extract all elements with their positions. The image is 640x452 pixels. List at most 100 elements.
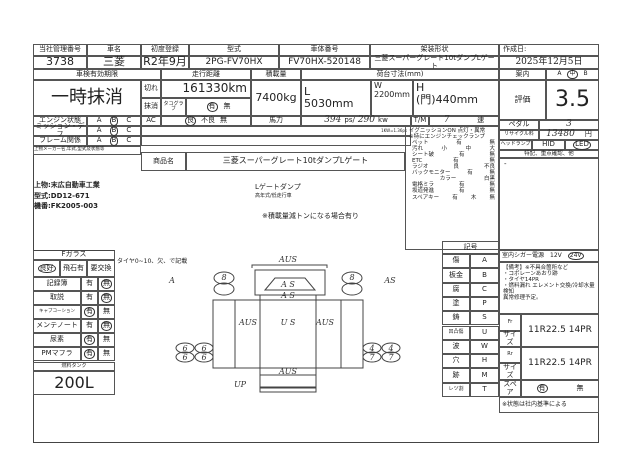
expired-label: 切れ [141, 80, 161, 98]
check-option: 有 [84, 307, 95, 317]
spare-options: 有無 [521, 380, 599, 397]
inspection-label: 車検有効期限 [33, 69, 161, 80]
diagram-title: タイヤ0~10、欠、で記載 [117, 258, 188, 265]
equipment-label: 汚れ [412, 146, 424, 153]
l-value: 5030mm [304, 97, 354, 110]
check-option: 無 [101, 279, 112, 289]
bed-label: 荷台寸法(mm) [301, 69, 499, 80]
windshield [263, 277, 317, 291]
car-name: 三菱 [87, 56, 141, 69]
equipment-row: スペアキー有木無 [409, 195, 495, 201]
rr-label: Rr [499, 347, 521, 363]
equipment-option: 良 [453, 164, 459, 171]
equipment-option: 無 [489, 194, 495, 201]
equipment-option: 大 [489, 146, 495, 153]
damage-mark: 6 [182, 344, 187, 353]
equipment-option: カラー [439, 176, 457, 183]
legend-code: P [470, 296, 499, 312]
ignition-opts: 点灯・異常 [457, 128, 486, 134]
check-option: 有 [84, 335, 95, 345]
remarks: 【備考】※不具合箇所など ・コボレーンあおり跡 ・タイヤ14PR ・燃料漏れ エ… [499, 262, 599, 314]
equipment-label: ラジオ [412, 164, 429, 171]
equipment-option: 有 [458, 182, 465, 189]
blank-row [141, 136, 411, 146]
ac-options: 良不良無 [161, 116, 251, 126]
legend-code: C [470, 282, 499, 297]
equipment-label: バックモニター [412, 170, 451, 177]
check-no: 無 [98, 291, 115, 305]
grade-value: 3.5 [546, 80, 599, 120]
mileage-value: 161330km [161, 80, 251, 98]
opt: A [96, 116, 102, 125]
damage-mark: 4 [368, 344, 374, 353]
legend-name: 跡 [442, 368, 470, 383]
created-label: 作成日: [499, 44, 599, 56]
legend-code: W [470, 339, 499, 355]
ac-none: 無 [220, 116, 227, 125]
tacho-options: 有無 [186, 98, 251, 116]
damage-mark: A S [280, 291, 295, 300]
tacho-label: タコグラフ [161, 98, 186, 116]
check-no: 無 [98, 347, 115, 361]
ps: 394 [324, 115, 342, 126]
check-yes: 有 [81, 319, 98, 333]
damage-mark: AUS [315, 318, 335, 327]
check-yes: 有 [81, 333, 98, 347]
notes-label: 特記、重点確認、他 [499, 150, 599, 158]
w-value: 2200mm [374, 89, 410, 99]
equipment-row: 電格ミラ有無 [409, 182, 495, 188]
mileage-label: 走行距離 [161, 69, 251, 80]
check-yes: 有 [81, 347, 98, 361]
notes-box: - [499, 158, 599, 250]
created-date: 2025年12月5日 [499, 56, 599, 69]
remarks-line: ・コボレーンあおり跡 [503, 271, 558, 278]
remarks-line: 異常修理予定。 [503, 295, 542, 302]
opt: C [126, 116, 132, 125]
check-label: 取説 [33, 291, 81, 305]
equipment-row: 汚れ小中大 [409, 146, 495, 152]
guide-b: B [583, 70, 588, 78]
equipment-row: カラー白黒 [409, 176, 495, 182]
glass-chip: 飛石有 [60, 260, 87, 277]
check-option: 無 [101, 321, 112, 331]
check-no: 無 [98, 333, 115, 347]
rr-tire-size: 11R22.5 14PR [521, 347, 599, 380]
equipment-box: イグニッションON 点灯・異常 ※特にエンジンチェックランプ ペット有無汚れ小中… [405, 126, 499, 250]
capacity-label: 積載量 [251, 69, 301, 80]
glass-label: Fガラス [33, 250, 115, 260]
check-option: 無 [101, 293, 112, 303]
equipment-option: 無 [489, 140, 495, 147]
body-label: 架装形状 [370, 44, 499, 56]
damage-mark: A [168, 276, 175, 285]
opt: A [96, 136, 102, 145]
grade-label: 評価 [499, 80, 546, 120]
equipment-label: シート破 [412, 152, 435, 159]
legend-name: 傷 [442, 254, 470, 269]
legend-name: 板金 [442, 268, 470, 283]
recycle-unit: 円 [584, 130, 592, 139]
cancel-label: 抹消 [141, 98, 161, 116]
check-option: 無 [103, 335, 110, 344]
damage-mark: AS [383, 276, 396, 285]
maker-label: 上物メーカー名,年式,型式及状態等 [33, 146, 141, 155]
headlamp-label: ヘッドランプ [499, 140, 532, 150]
equipment-option: 有 [453, 158, 459, 165]
damage-mark: 8 [349, 273, 354, 282]
legend-name: 鋳 [442, 311, 470, 326]
legend-name: 穴 [442, 354, 470, 369]
legend-code: B [470, 268, 499, 283]
fuel-value: 200L [33, 371, 115, 395]
guide-label: 案内 [499, 69, 546, 80]
upper-serial: 機番:FK2005-003 [34, 202, 99, 210]
guide-mid: 中 [567, 70, 578, 79]
tacho-yes: 有 [206, 102, 218, 112]
damage-mark: AUS [278, 255, 298, 264]
